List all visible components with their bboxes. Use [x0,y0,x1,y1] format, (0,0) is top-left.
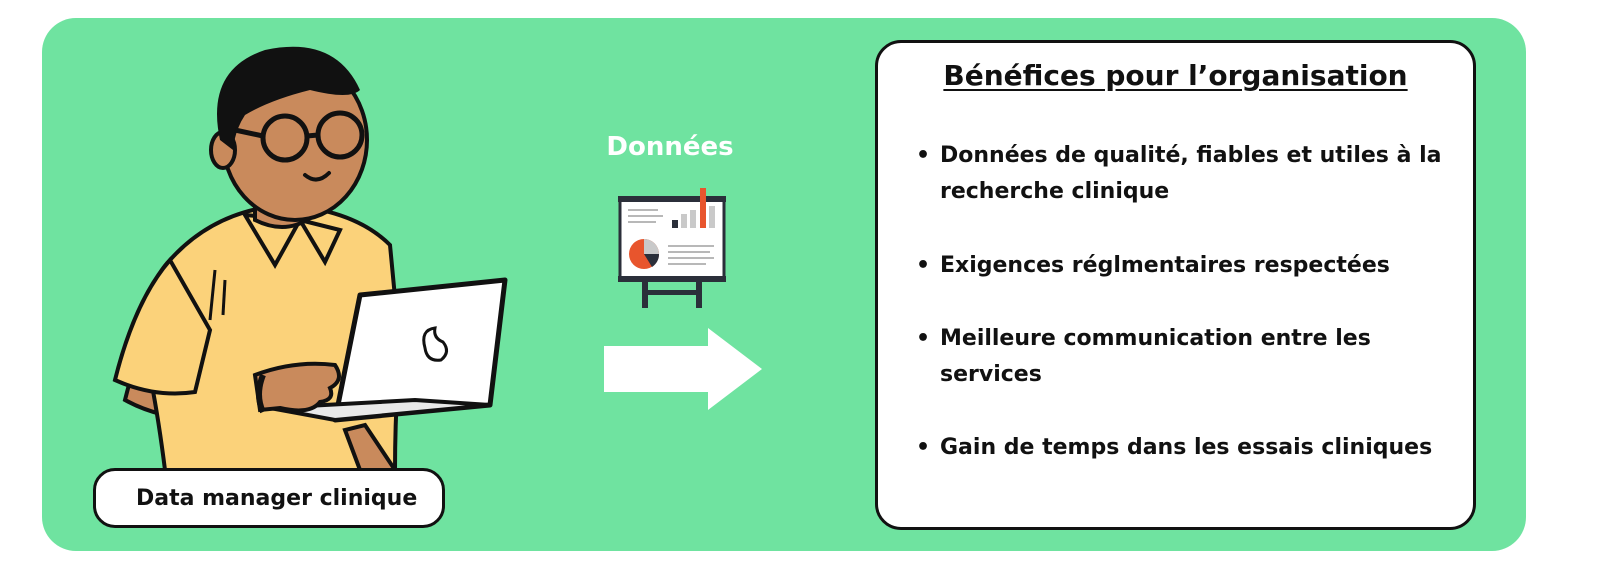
person-with-laptop-illustration [112,46,508,470]
bullet-icon: • [916,326,931,351]
data-flow-label: Données [606,132,734,162]
wristband [256,373,266,414]
bullet-icon: • [916,143,931,168]
benefit-text: Meilleure communication entre les servic… [940,326,1371,387]
benefit-text: Exigences réglmentaires respectées [940,253,1390,278]
benefit-item: • Meilleure communication entre les serv… [916,321,1456,393]
glasses-left-lens [260,113,310,163]
arrow-right-icon [604,328,762,410]
shirt-sleeve [112,256,213,396]
person-caption-box: Data manager clinique [93,468,445,528]
benefits-box: Bénéfices pour l’organisation • Données … [875,40,1476,530]
smile [303,171,331,182]
benefit-text: Gain de temps dans les essais cliniques [940,435,1433,460]
benefit-item: • Données de qualité, fiables et utiles … [916,138,1456,210]
laptop-base [269,397,491,423]
laptop-logo-icon [422,326,448,362]
bullet-icon: • [916,435,931,460]
right-arm [342,422,398,470]
hair [217,46,360,150]
benefit-item: • Gain de temps dans les essais clinique… [916,430,1456,466]
person-caption: Data manager clinique [136,485,418,511]
hand [252,361,341,413]
benefits-title: Bénéfices pour l’organisation [943,59,1408,92]
collar-right [295,216,343,267]
presentation-board-icon [618,188,726,308]
benefit-text: Données de qualité, fiables et utiles à … [940,143,1442,204]
benefit-item: • Exigences réglmentaires respectées [916,248,1456,284]
bullet-icon: • [916,253,931,278]
